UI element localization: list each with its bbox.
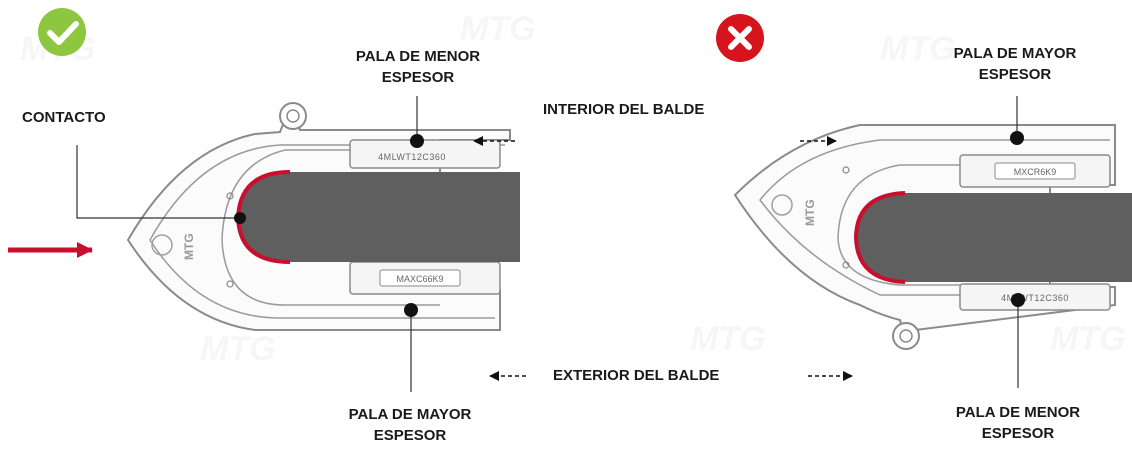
contact-arc-right xyxy=(853,191,906,284)
x-circle-icon xyxy=(716,14,764,62)
left-top-label: PALA DE MENOR ESPESOR xyxy=(318,46,518,88)
right-top-point xyxy=(1010,131,1024,145)
left-bottom-label-line1: PALA DE MAYOR xyxy=(348,406,472,423)
watermark: MTG xyxy=(200,330,276,368)
brand-marking-left: MTG xyxy=(182,233,196,260)
left-top-label-line1: PALA DE MENOR xyxy=(355,48,481,65)
upper-plate-marking-left: 4MLWT12C360 xyxy=(378,152,446,162)
watermark-group: MTG MTG MTG MTG MTG MTG xyxy=(20,10,1126,368)
incorrect-fit-illustration: MXCR6K9 4MLWT12C360 MTG xyxy=(733,96,1132,388)
right-bottom-label: PALA DE MENOR ESPESOR xyxy=(918,402,1118,444)
check-circle-icon xyxy=(38,8,86,56)
watermark: MTG xyxy=(460,10,536,48)
blade-right xyxy=(856,193,1132,282)
left-top-label-line2: ESPESOR xyxy=(381,69,455,86)
watermark: MTG xyxy=(880,30,956,68)
correct-fit-illustration: 4MLWT12C360 MAXC66K9 MTG xyxy=(8,96,520,392)
contact-leader-line xyxy=(76,145,240,219)
contact-point xyxy=(234,212,246,224)
interior-label: INTERIOR DEL BALDE xyxy=(543,101,705,118)
left-bottom-point xyxy=(404,303,418,317)
lower-plate-marking-right: 4MLWT12C360 xyxy=(1001,293,1069,303)
brand-marking-right: MTG xyxy=(803,199,817,226)
lower-plate-marking-left: MAXC66K9 xyxy=(396,274,443,284)
left-bottom-label-line2: ESPESOR xyxy=(373,427,447,444)
watermark: MTG xyxy=(1050,320,1126,358)
blade-left xyxy=(238,172,520,262)
left-bottom-label: PALA DE MAYOR ESPESOR xyxy=(310,404,510,446)
upper-plate-left xyxy=(349,139,501,169)
right-bottom-label-line1: PALA DE MENOR xyxy=(955,404,1081,421)
left-top-point xyxy=(410,134,424,148)
right-top-label-line1: PALA DE MAYOR xyxy=(953,45,1077,62)
exterior-label: EXTERIOR DEL BALDE xyxy=(553,367,720,384)
right-top-label-line2: ESPESOR xyxy=(978,66,1052,83)
contact-label: CONTACTO xyxy=(22,109,106,126)
upper-plate-marking-right: MXCR6K9 xyxy=(1014,167,1057,177)
right-bottom-label-line2: ESPESOR xyxy=(981,425,1055,442)
right-bottom-point xyxy=(1011,293,1025,307)
watermark: MTG xyxy=(690,320,766,358)
direction-arrows xyxy=(473,136,853,381)
right-top-label: PALA DE MAYOR ESPESOR xyxy=(915,43,1115,85)
lower-plate-right xyxy=(959,283,1111,311)
